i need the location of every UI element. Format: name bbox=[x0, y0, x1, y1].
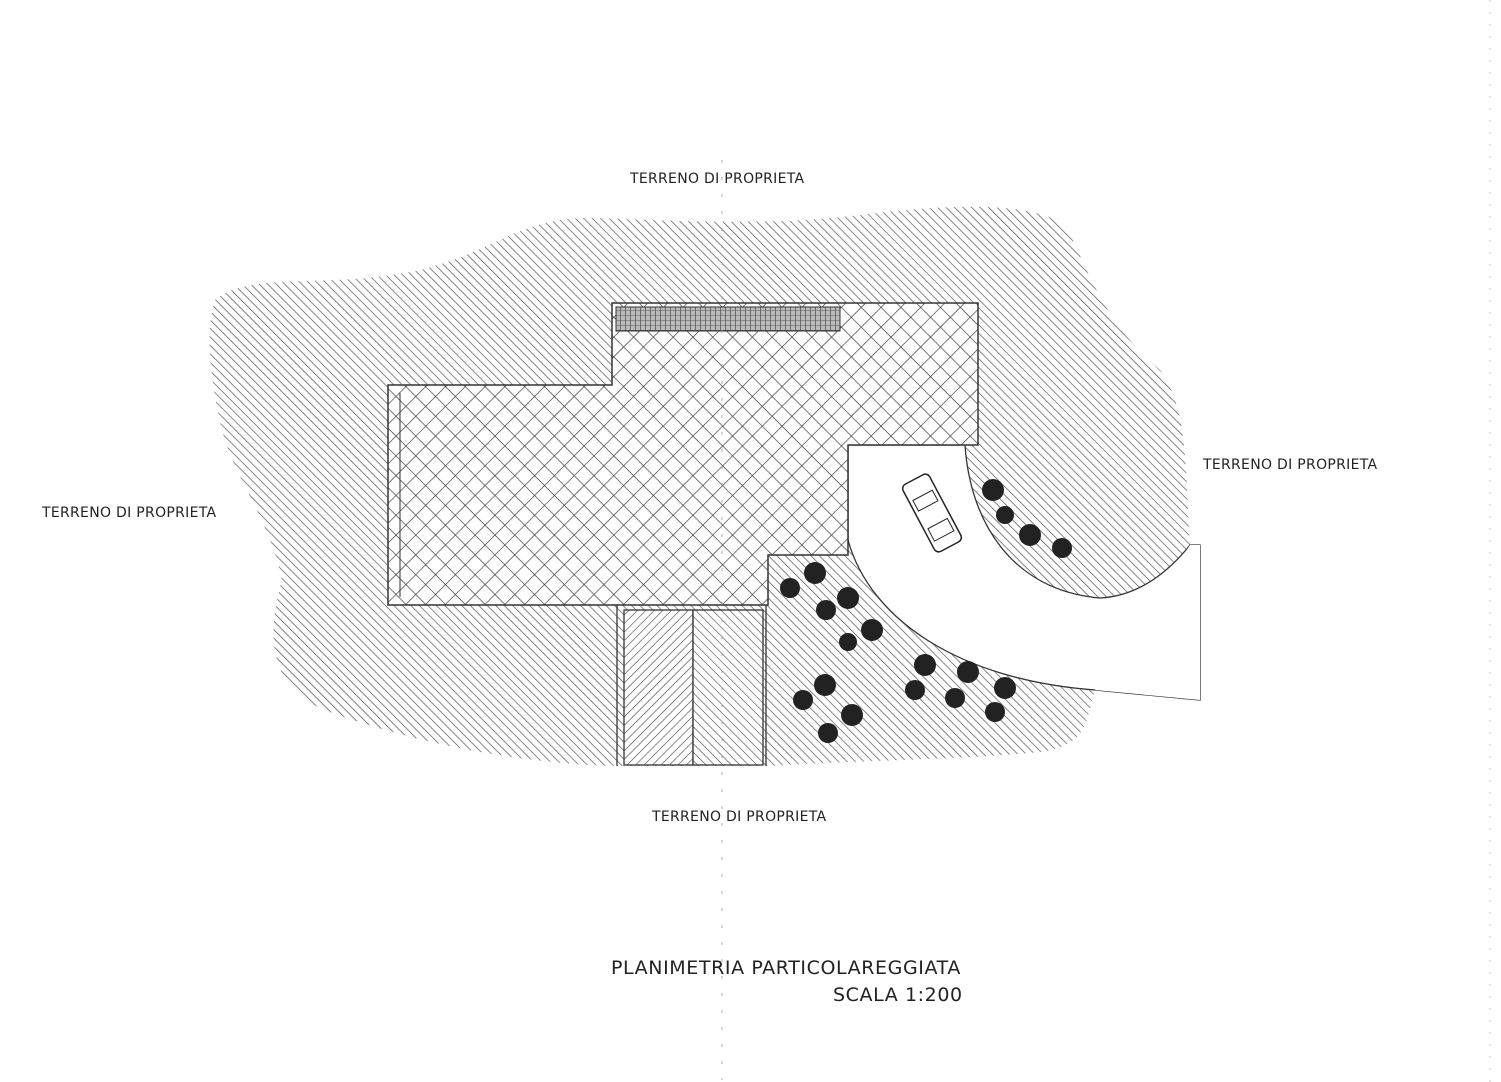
shrub-icon bbox=[793, 690, 813, 710]
shrub-icon bbox=[945, 688, 965, 708]
shrub-icon bbox=[839, 633, 857, 651]
shrub-icon bbox=[905, 680, 925, 700]
car-icon bbox=[901, 473, 963, 553]
shrubs bbox=[780, 479, 1072, 743]
shrub-icon bbox=[914, 654, 936, 676]
shrub-icon bbox=[816, 600, 836, 620]
shrub-icon bbox=[814, 674, 836, 696]
shrub-icon bbox=[957, 661, 979, 683]
label-west: TERRENO DI PROPRIETA bbox=[42, 505, 217, 521]
shrub-icon bbox=[804, 562, 826, 584]
label-east: TERRENO DI PROPRIETA bbox=[1203, 457, 1378, 473]
shrub-icon bbox=[861, 619, 883, 641]
shrub-icon bbox=[818, 723, 838, 743]
shrub-icon bbox=[1019, 524, 1041, 546]
porch-left bbox=[623, 609, 694, 766]
drawing-title: PLANIMETRIA PARTICOLAREGGIATA bbox=[611, 957, 961, 979]
terrace-strip bbox=[615, 306, 841, 332]
building-footprint bbox=[387, 302, 979, 606]
drawing-scale: SCALA 1:200 bbox=[833, 984, 963, 1006]
shrub-icon bbox=[780, 578, 800, 598]
shrub-icon bbox=[996, 506, 1014, 524]
shrub-icon bbox=[837, 587, 859, 609]
porch-right bbox=[692, 609, 764, 766]
label-north: TERRENO DI PROPRIETA bbox=[630, 171, 805, 187]
shrub-icon bbox=[841, 704, 863, 726]
shrub-icon bbox=[985, 702, 1005, 722]
shrub-icon bbox=[1052, 538, 1072, 558]
label-south: TERRENO DI PROPRIETA bbox=[652, 809, 827, 825]
shrub-icon bbox=[982, 479, 1004, 501]
shrub-icon bbox=[994, 677, 1016, 699]
